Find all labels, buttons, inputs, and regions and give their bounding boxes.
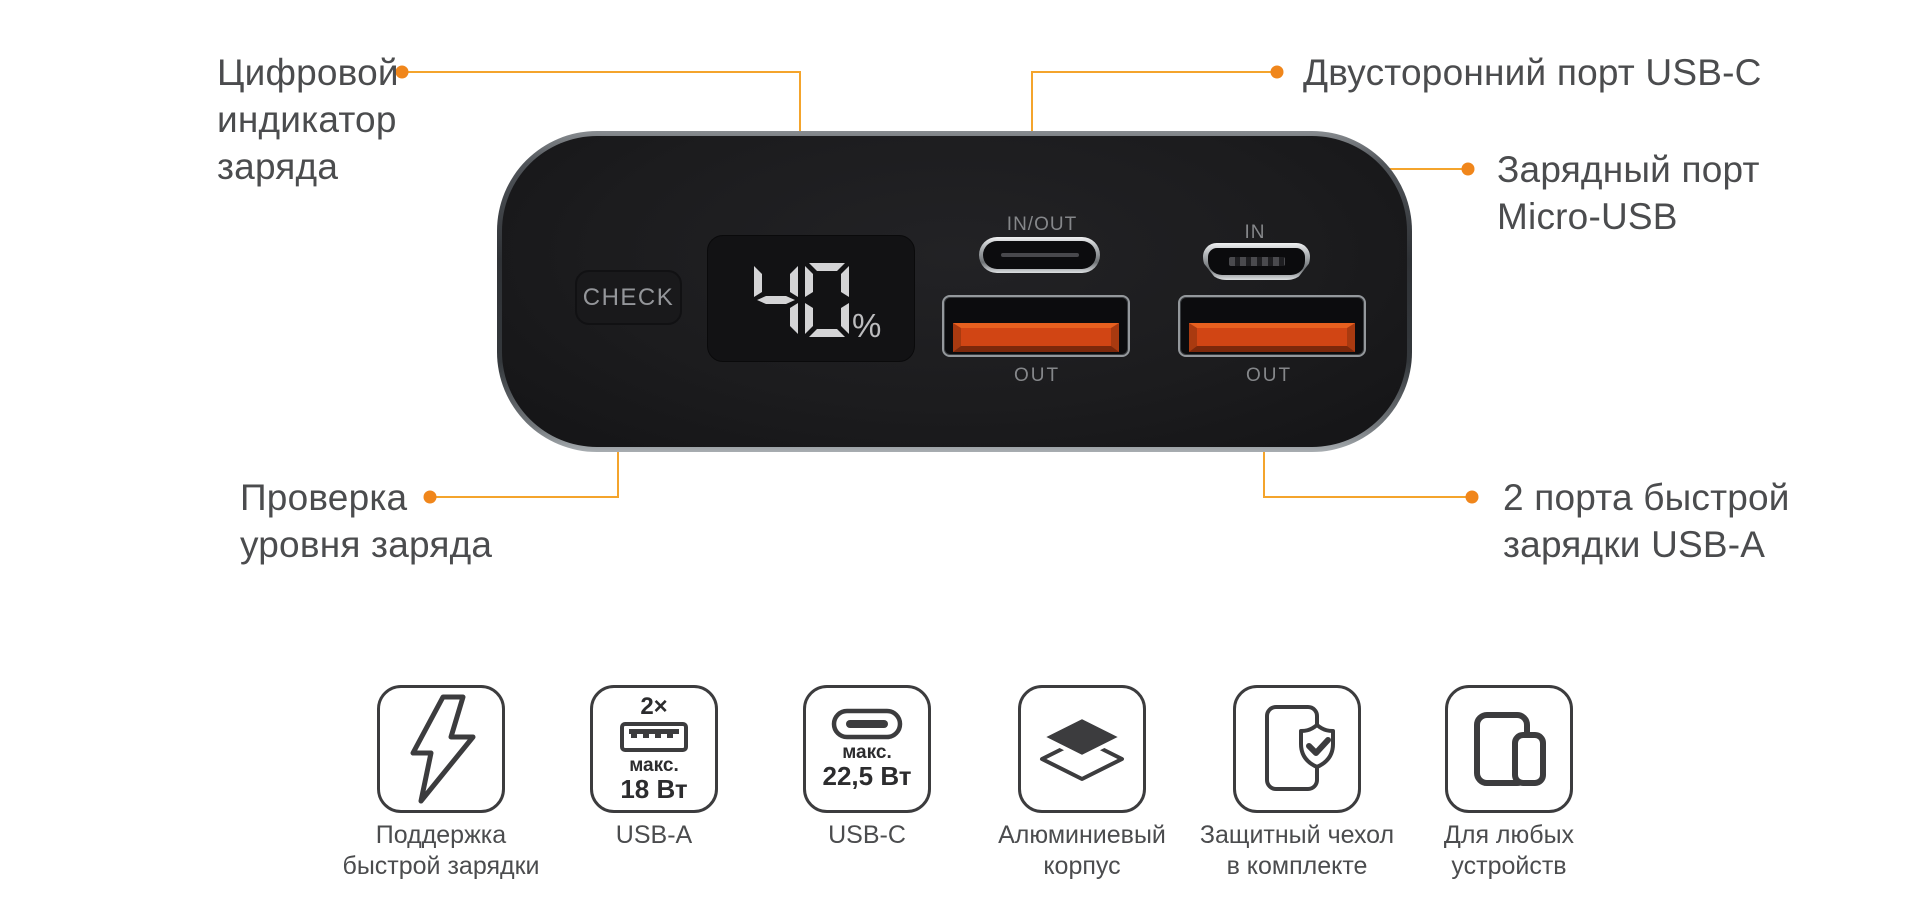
feature-label-line: Защитный чехол xyxy=(1199,821,1395,849)
feature-label-line: USB-C xyxy=(828,821,906,849)
callout-text-line: заряда xyxy=(217,146,339,187)
callout-text-line: Зарядный порт xyxy=(1497,149,1760,190)
callout-text-line: Цифровой xyxy=(217,52,399,93)
feature-label-line: Поддержка xyxy=(375,821,507,849)
usb-c-power: 22,5 Вт xyxy=(822,760,912,791)
feature-protective-case xyxy=(1233,685,1361,813)
feature-fast-charge xyxy=(377,685,505,813)
check-button[interactable]: CHECK xyxy=(575,270,682,325)
feature-label-line: устройств xyxy=(1451,852,1567,880)
feature-label-devices: Для любых устройств xyxy=(1349,820,1669,882)
feature-any-devices xyxy=(1445,685,1573,813)
callout-label-display-indicator: Цифровой индикатор заряда xyxy=(217,49,399,190)
usb-a-port-2[interactable] xyxy=(1178,295,1366,357)
micro-usb-port[interactable] xyxy=(1203,243,1310,280)
percent-sign: % xyxy=(852,307,881,344)
callout-label-check-level: Проверка уровня заряда xyxy=(240,474,492,568)
feature-label-usb-a: USB-A xyxy=(494,820,814,851)
feature-label-line: USB-A xyxy=(615,821,693,849)
powerbank-device: CHECK % IN/OUT IN OU xyxy=(497,131,1412,452)
usb-c-max-label: макс. xyxy=(842,741,892,763)
lightning-icon xyxy=(410,694,476,804)
usb-a-port-1[interactable] xyxy=(942,295,1130,357)
feature-label-fast-charge: Поддержка быстрой зарядки xyxy=(281,820,601,882)
feature-label-line: в комплекте xyxy=(1226,852,1368,880)
callout-label-usb-c-port: Двусторонний порт USB-C xyxy=(1303,49,1762,96)
check-button-label: CHECK xyxy=(582,283,675,311)
case-shield-icon xyxy=(1265,705,1335,791)
usb-a-power: 18 Вт xyxy=(620,774,688,805)
callout-label-micro-usb-port: Зарядный порт Micro-USB xyxy=(1497,146,1760,240)
feature-label-aluminum: Алюминиевый корпус xyxy=(922,820,1242,882)
feature-label-line: быстрой зарядки xyxy=(342,852,540,880)
micro-usb-port-opening xyxy=(1208,248,1305,275)
usb-a-count-badge: 2× xyxy=(640,693,668,721)
layers-icon xyxy=(1040,715,1124,781)
micro-usb-pins xyxy=(1228,257,1285,266)
devices-icon xyxy=(1474,712,1546,786)
usb-c-port[interactable] xyxy=(979,237,1100,273)
feature-label-case: Защитный чехол в комплекте xyxy=(1137,820,1457,882)
feature-label-line: Для любых xyxy=(1443,821,1575,849)
usb-a-tongue xyxy=(1189,323,1355,352)
usb-a-tongue xyxy=(953,323,1119,352)
usb-c-icon xyxy=(831,708,903,740)
feature-usb-c: макс. 22,5 Вт xyxy=(803,685,931,813)
callout-text-line: уровня заряда xyxy=(240,524,493,565)
usb-a-icon xyxy=(620,722,688,753)
usb-a-port-1-label: OUT xyxy=(1013,365,1061,386)
callout-text-line: Двусторонний порт USB-C xyxy=(1303,52,1762,93)
powerbank-body: CHECK % IN/OUT IN OU xyxy=(502,136,1407,447)
callout-text-line: 2 порта быстрой xyxy=(1503,477,1790,518)
usb-a-max-label: макс. xyxy=(629,755,679,777)
usb-c-slot xyxy=(1000,253,1079,257)
seven-segment-display: % xyxy=(754,263,881,344)
usb-a-port-2-label: OUT xyxy=(1245,365,1293,386)
callout-text-line: Micro-USB xyxy=(1497,196,1678,237)
callout-text-line: индикатор xyxy=(217,99,397,140)
callout-dot xyxy=(1465,490,1479,504)
feature-aluminum-case xyxy=(1018,685,1146,813)
callout-dot xyxy=(1461,162,1475,176)
feature-usb-a: 2× макс. 18 Вт xyxy=(590,685,718,813)
usb-c-port-opening xyxy=(983,241,1096,269)
micro-usb-port-label: IN xyxy=(1244,222,1266,243)
feature-label-line: Алюминиевый xyxy=(998,821,1166,849)
callout-text-line: зарядки USB-A xyxy=(1503,524,1766,565)
battery-display: % xyxy=(707,235,915,362)
feature-label-usb-c: USB-C xyxy=(707,820,1027,851)
callout-text-line: Проверка xyxy=(240,477,408,518)
feature-label-line: корпус xyxy=(1043,852,1121,880)
callout-dot xyxy=(1270,65,1284,79)
callout-label-usb-a-ports: 2 порта быстрой зарядки USB-A xyxy=(1503,474,1790,568)
usb-c-port-label: IN/OUT xyxy=(1006,214,1078,235)
